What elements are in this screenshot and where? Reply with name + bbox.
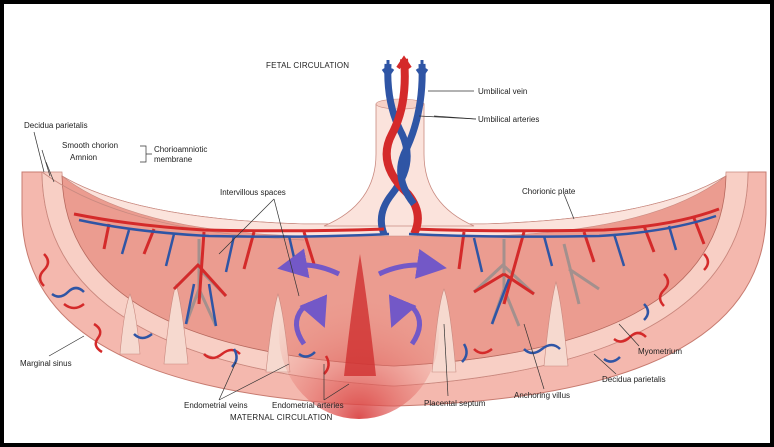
- label-anchoring-villus: Anchoring villus: [514, 391, 570, 400]
- placenta-diagram: FETAL CIRCULATION Umbilical vein Umbilic…: [4, 4, 770, 443]
- label-amnion: Amnion: [70, 153, 97, 162]
- label-decidua-parietalis-top: Decidua parietalis: [24, 121, 88, 130]
- label-fetal-circulation: FETAL CIRCULATION: [266, 61, 349, 70]
- label-chorioamniotic-1: Chorioamniotic: [154, 145, 207, 154]
- label-decidua-parietalis-bottom: Decidua parietalis: [602, 375, 666, 384]
- label-chorioamniotic-2: membrane: [154, 155, 193, 164]
- label-chorionic-plate: Chorionic plate: [522, 187, 576, 196]
- label-myometrium: Myometrium: [638, 347, 682, 356]
- label-placental-septum: Placental septum: [424, 399, 486, 408]
- label-endometrial-veins: Endometrial veins: [184, 401, 248, 410]
- label-umbilical-arteries: Umbilical arteries: [478, 115, 539, 124]
- label-maternal-circulation: MATERNAL CIRCULATION: [230, 413, 333, 422]
- label-umbilical-vein: Umbilical vein: [478, 87, 527, 96]
- label-endometrial-arteries: Endometrial arteries: [272, 401, 344, 410]
- label-smooth-chorion: Smooth chorion: [62, 141, 118, 150]
- label-intervillous-spaces: Intervillous spaces: [220, 188, 286, 197]
- label-marginal-sinus: Marginal sinus: [20, 359, 72, 368]
